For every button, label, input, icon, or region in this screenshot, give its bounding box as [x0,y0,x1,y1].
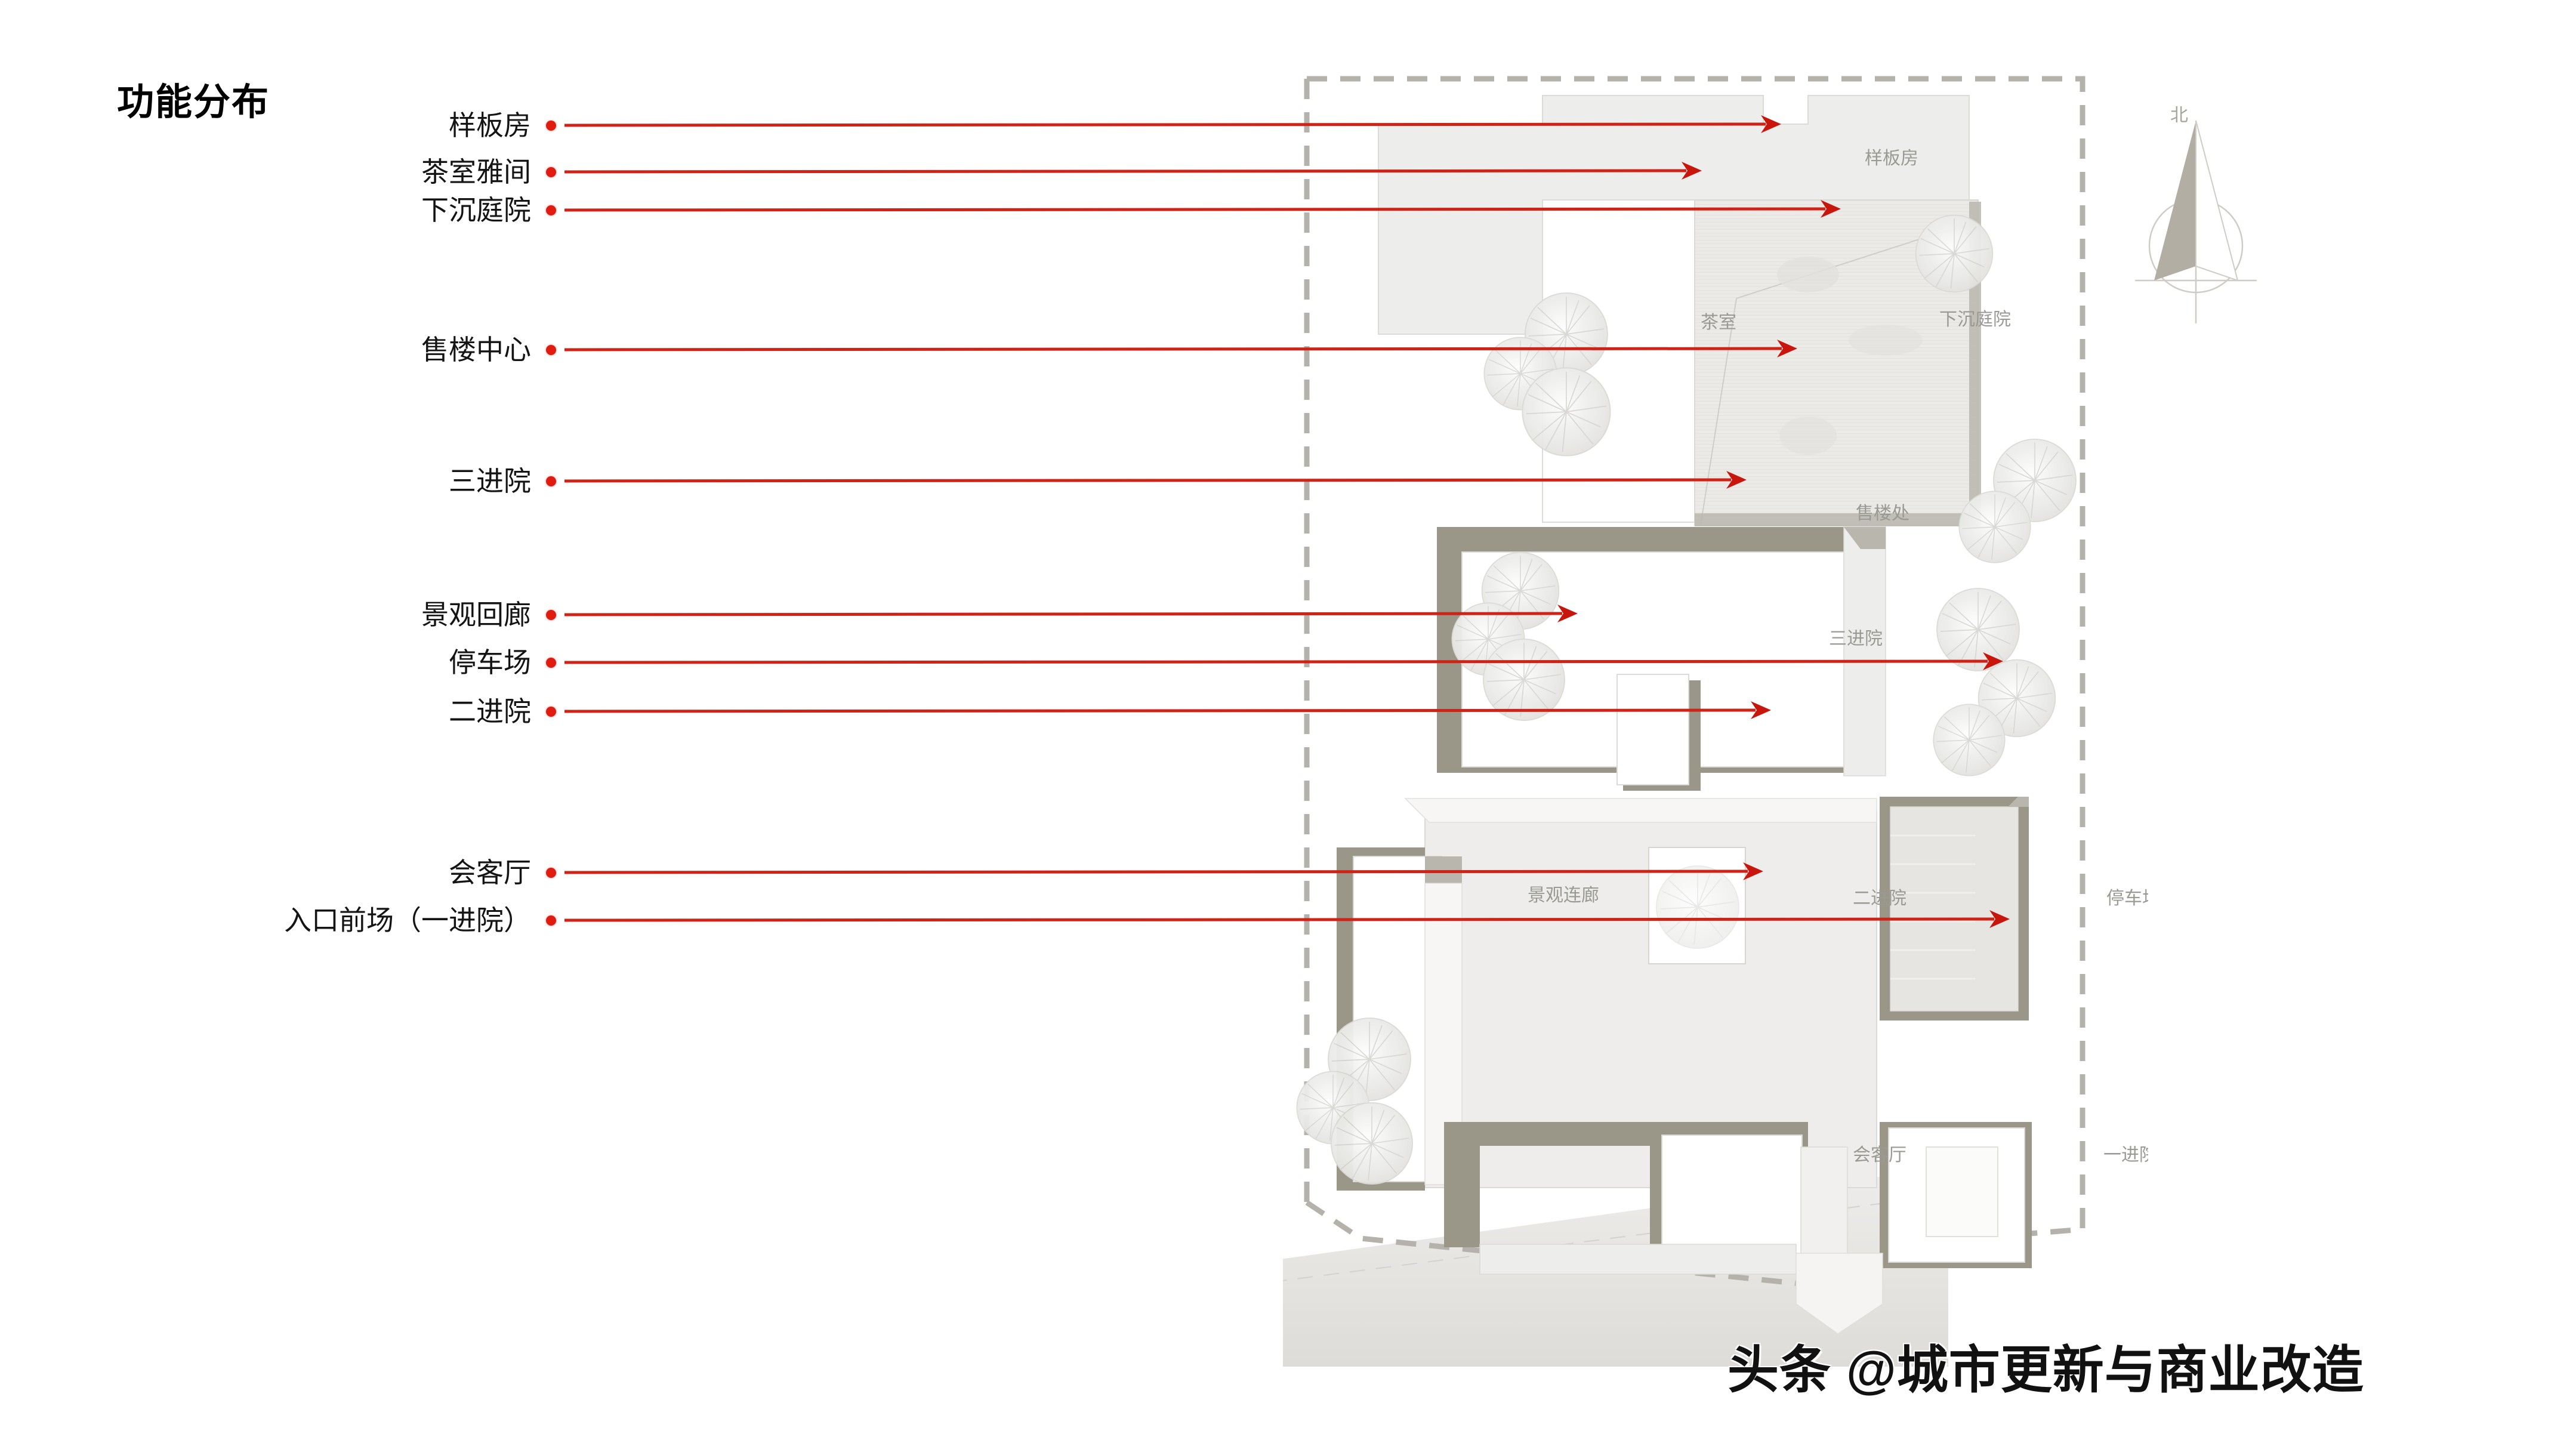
legend-list: 样板房茶室雅间下沉庭院售楼中心三进院景观回廊停车场二进院会客厅入口前场（一进院） [0,0,597,1449]
legend-label: 三进院 [449,465,531,497]
legend-row[interactable]: 售楼中心 [0,332,573,368]
reception-block [1444,1122,2032,1334]
main-courtyard-block [1337,797,2029,1191]
plan-label: 一进院 [2103,1145,2148,1165]
plan-label: 下沉庭院 [1939,310,2011,329]
legend-dot-marker [546,868,556,878]
north-arrow-label: 北 [2170,106,2188,125]
plan-label: 会客厅 [1853,1145,1906,1165]
legend-dot-marker [546,121,556,131]
legend-row[interactable]: 二进院 [0,693,573,729]
plan-label: 二进院 [1853,889,1906,908]
legend-label: 售楼中心 [421,334,531,365]
legend-dot-marker [546,167,556,177]
legend-dot-marker [546,610,556,620]
north-arrow-icon [2135,120,2257,323]
legend-label: 二进院 [449,696,531,727]
legend-dot-marker [546,658,556,668]
legend-dot-marker [546,345,556,355]
legend-row[interactable]: 三进院 [0,463,573,499]
legend-row[interactable]: 下沉庭院 [0,192,573,228]
legend-dot-marker [546,205,556,215]
legend-dot-marker [546,476,556,486]
legend-dot-marker [546,707,556,717]
plan-label: 售楼处 [1856,504,1909,523]
watermark: 头条 @城市更新与商业改造 [1727,1342,2364,1399]
legend-label: 会客厅 [449,857,531,888]
legend-row[interactable]: 入口前场（一进院） [0,902,573,938]
legend-row[interactable]: 停车场 [0,645,573,680]
plan-label: 茶室 [1701,313,1736,332]
legend-row[interactable]: 景观回廊 [0,597,573,633]
legend-row[interactable]: 茶室雅间 [0,154,573,190]
legend-label: 入口前场（一进院） [284,905,531,936]
plan-label: 三进院 [1829,629,1883,649]
legend-label: 茶室雅间 [421,156,531,187]
legend-dot-marker [546,915,556,926]
legend-label: 下沉庭院 [421,195,531,226]
plan-label: 停车场 [2106,889,2148,908]
plan-label: 景观连廊 [1528,886,1599,905]
plan-label: 样板房 [1865,149,1918,168]
legend-row[interactable]: 样板房 [0,107,573,143]
legend-label: 景观回廊 [421,599,531,630]
legend-row[interactable]: 会客厅 [0,855,573,890]
legend-label: 样板房 [449,110,531,141]
legend-label: 停车场 [449,647,531,678]
page-title: 功能分布 [117,82,270,123]
